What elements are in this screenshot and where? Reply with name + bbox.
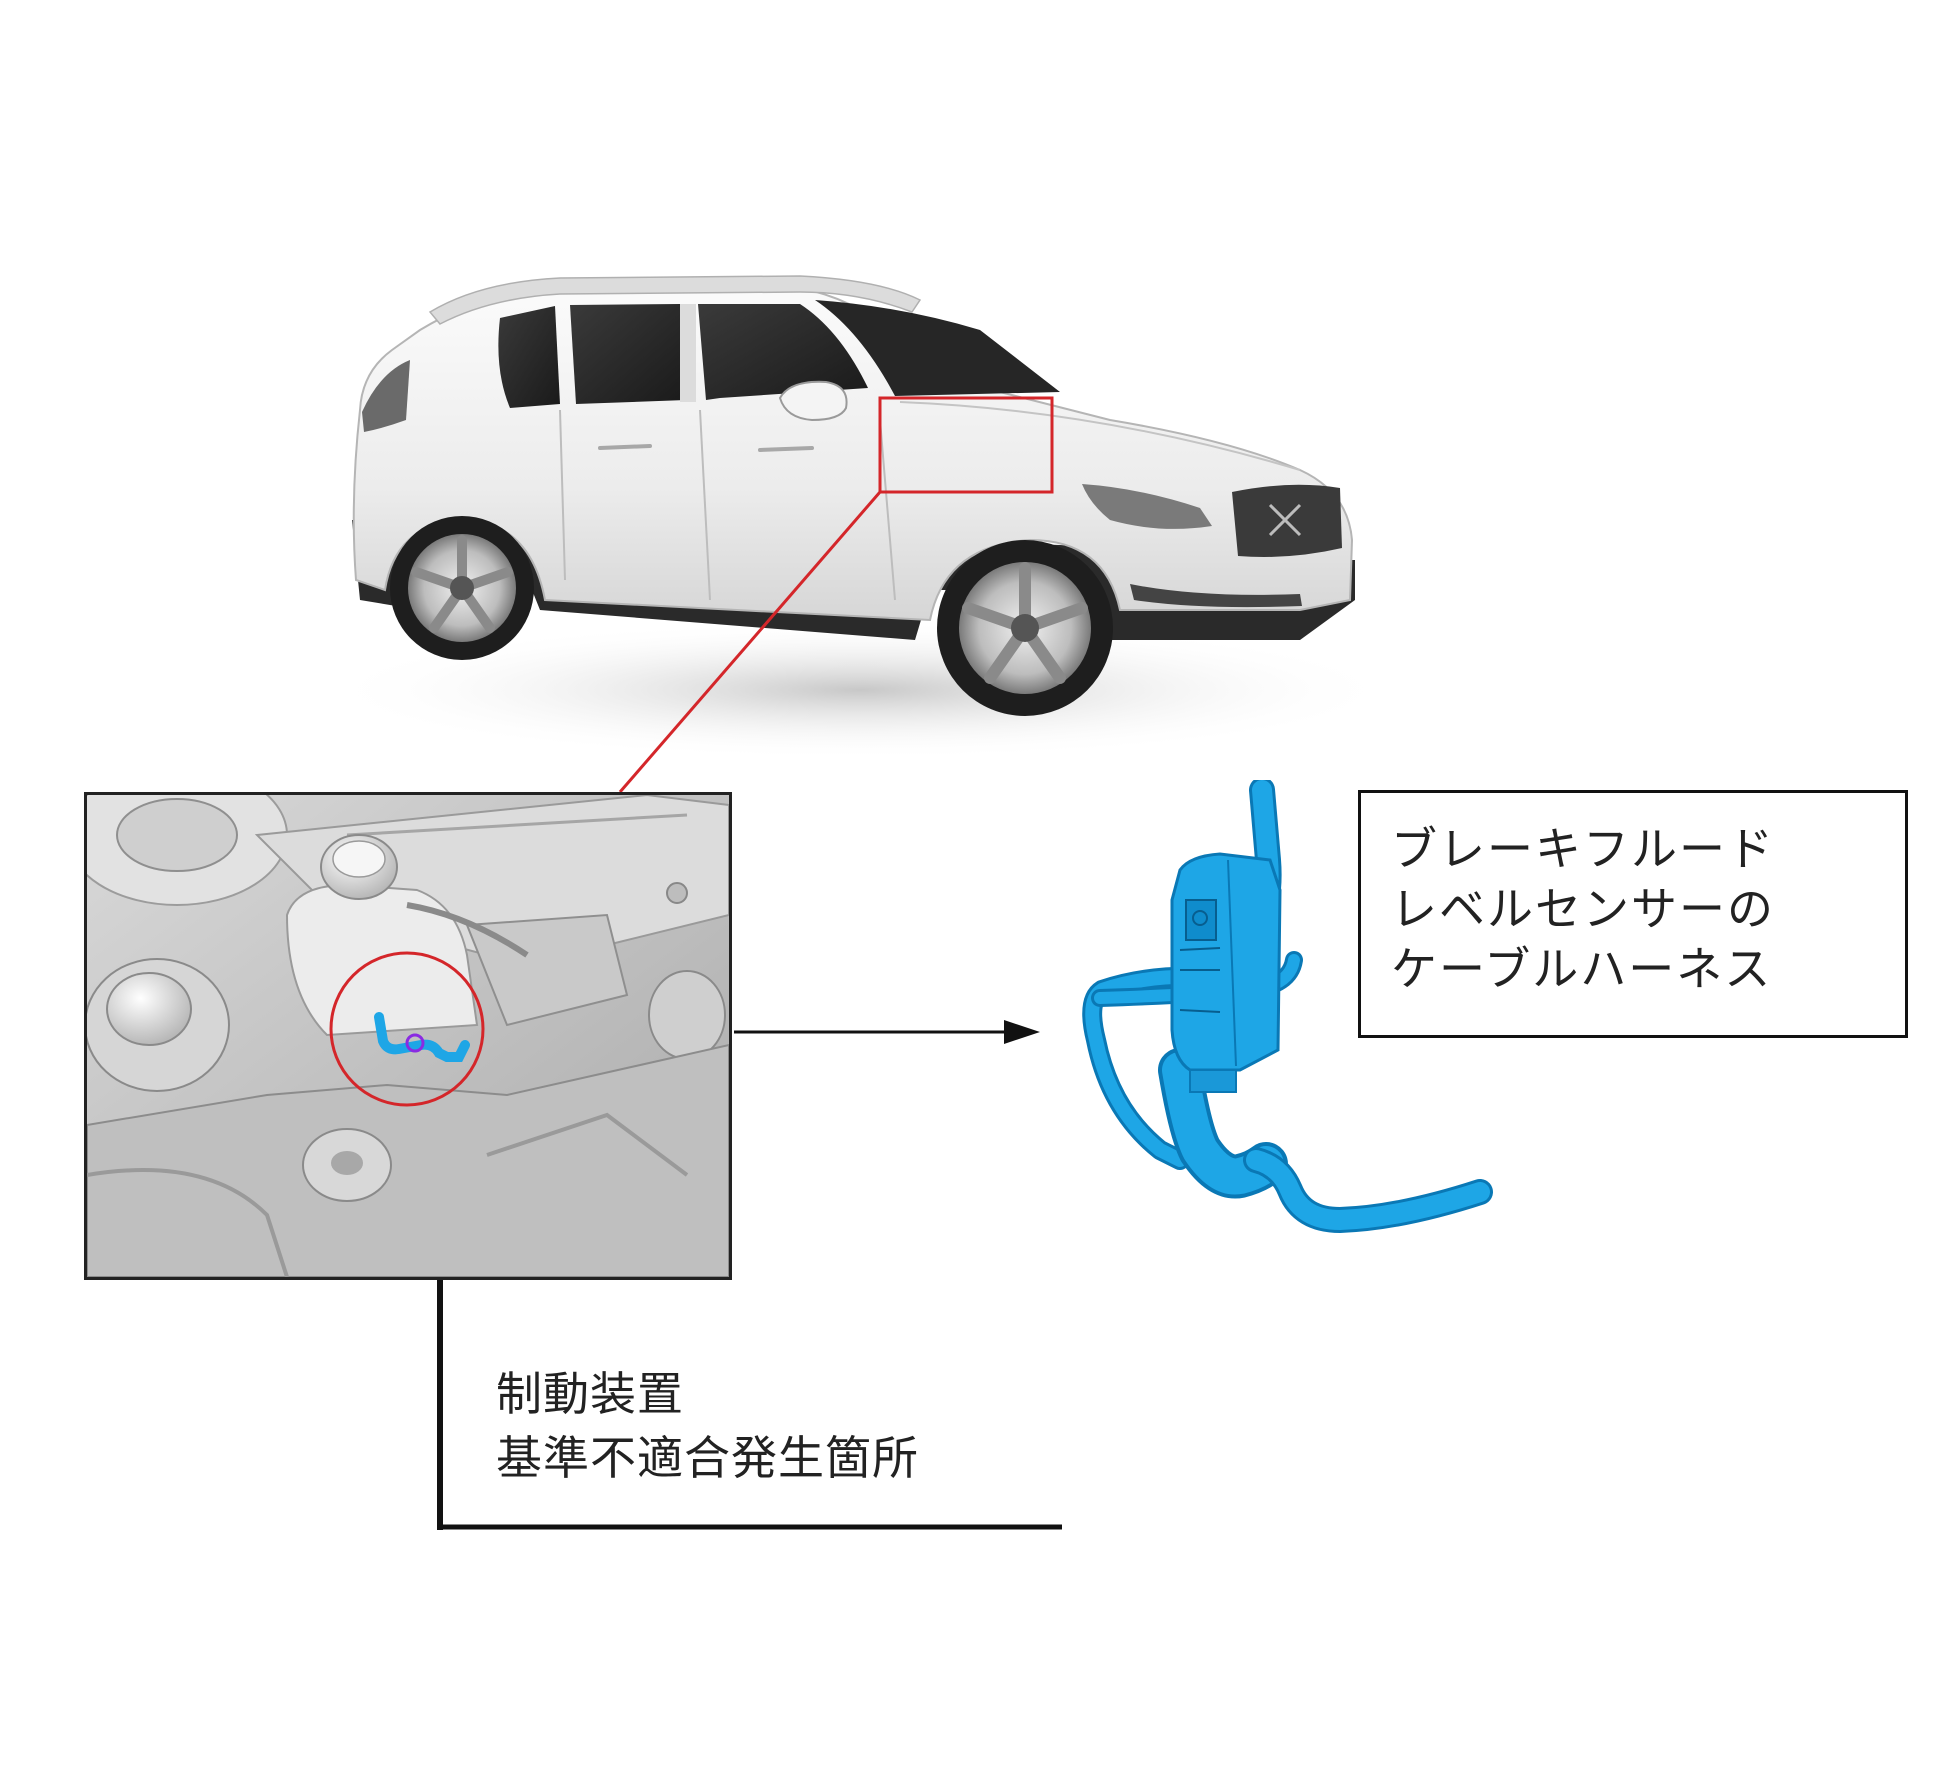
car-rear-wheel [390, 516, 534, 660]
car-highlight-box [878, 396, 1054, 494]
callout-line-2: レベルセンサーの [1391, 882, 1775, 936]
car-roof [428, 275, 922, 325]
engine-bay-inset [84, 792, 732, 1280]
connector-line [618, 491, 882, 793]
car-shadow [320, 620, 1400, 760]
cable-harness-part [1082, 780, 1493, 1233]
defect-location-label: 制動装置 基準不適合発生箇所 [496, 1362, 919, 1490]
inset-highlight-circle [329, 951, 485, 1107]
callout-line-3: ケーブルハーネス [1391, 942, 1773, 996]
label-line-1: 制動装置 [496, 1367, 684, 1421]
sensor-body [1170, 852, 1282, 1072]
car-side-window-front [698, 304, 868, 400]
engine-bay-drawing [87, 795, 729, 1277]
arrow-right [734, 1020, 1040, 1044]
car-front-wheel [937, 540, 1113, 716]
harness-callout: ブレーキフルード レベルセンサーの ケーブルハーネス [1358, 790, 1908, 1038]
car-windshield [815, 300, 1060, 396]
car-tail-light [362, 360, 410, 432]
car-headlight [1082, 484, 1212, 529]
inset-harness [374, 1012, 470, 1062]
car-side-window-rear [570, 304, 686, 404]
label-line-2: 基準不適合発生箇所 [496, 1431, 919, 1485]
callout-line-1: ブレーキフルード [1391, 822, 1775, 876]
car-rear-window [498, 306, 560, 408]
car-mirror [778, 380, 848, 422]
